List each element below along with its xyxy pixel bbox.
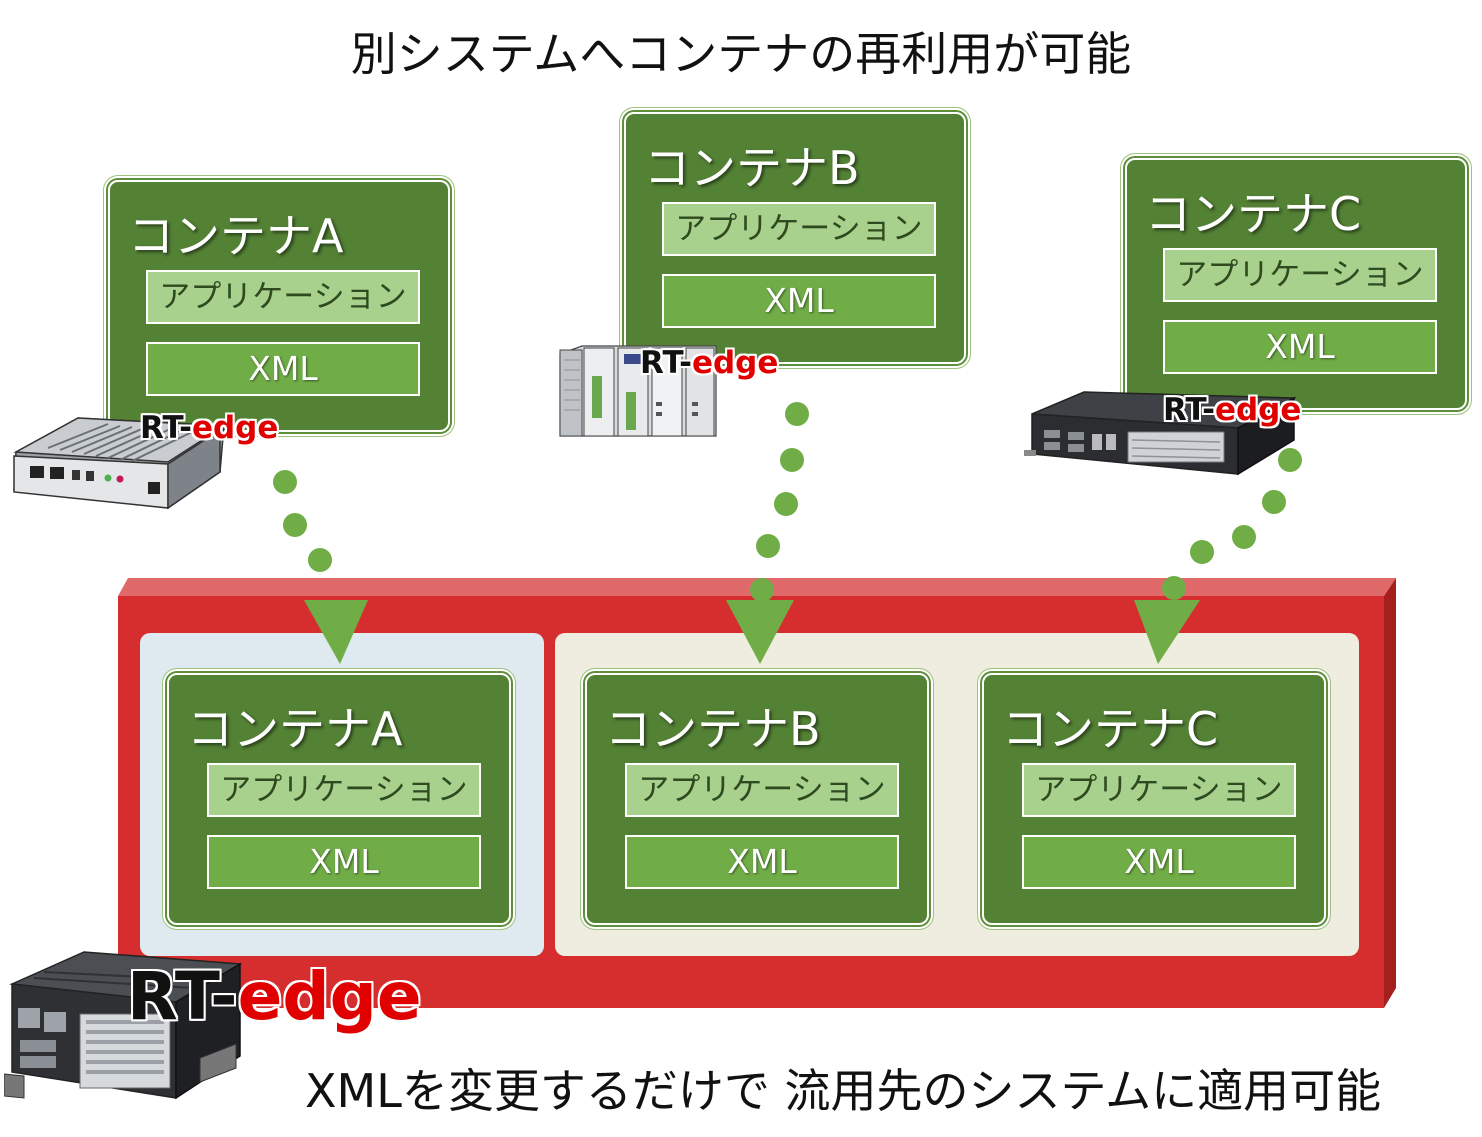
application-block: アプリケーション [146, 270, 420, 324]
container-name: コンテナA [128, 209, 344, 263]
rt-edge-label-b: RT-edge [640, 345, 779, 381]
top-container-a: コンテナA アプリケーション XML [108, 180, 450, 432]
arrow-dot [785, 402, 809, 426]
arrow-dot [283, 513, 307, 537]
top-container-b: コンテナB アプリケーション XML [624, 112, 966, 364]
container-name: コンテナC [1145, 187, 1362, 241]
arrow-dot [750, 578, 774, 602]
arrow-dot [273, 470, 297, 494]
rt-edge-suffix: edge [1214, 392, 1302, 428]
application-block: アプリケーション [1022, 763, 1296, 817]
application-block: アプリケーション [625, 763, 899, 817]
arrow-head-b-icon [726, 600, 794, 664]
container-name: コンテナC [1002, 702, 1219, 756]
box-pc-device-icon [13, 417, 227, 510]
application-block: アプリケーション [207, 763, 481, 817]
xml-block: XML [625, 835, 899, 889]
rt-edge-label-c: RT-edge [1163, 392, 1302, 428]
container-name: コンテナA [187, 702, 403, 756]
arrow-dot [780, 448, 804, 472]
xml-block: XML [1163, 320, 1437, 374]
arrow-dot [1232, 525, 1256, 549]
arrow-head-c-icon [1134, 600, 1200, 664]
plc-device-icon [559, 345, 717, 437]
application-block: アプリケーション [662, 202, 936, 256]
arrow-dot [1262, 490, 1286, 514]
container-name: コンテナB [644, 141, 860, 195]
rt-edge-suffix: edge [691, 345, 779, 381]
footer-caption: XMLを変更するだけで 流用先のシステムに適用可能 [305, 1064, 1382, 1118]
xml-block: XML [207, 835, 481, 889]
rt-edge-hardware-icon [4, 951, 242, 1100]
arrow-dot [774, 492, 798, 516]
rt-edge-suffix: edge [191, 410, 279, 446]
arrow-dot [1162, 576, 1186, 600]
rt-edge-platform-label: RT-edge [127, 958, 422, 1035]
arrow-dot [1278, 448, 1302, 472]
arrow-dot [756, 534, 780, 558]
bottom-container-c: コンテナC アプリケーション XML [982, 673, 1326, 925]
application-block: アプリケーション [1163, 248, 1437, 302]
page-title: 別システムへコンテナの再利用が可能 [350, 27, 1132, 81]
rt-edge-label-a: RT-edge [140, 410, 279, 446]
top-container-c: コンテナC アプリケーション XML [1125, 158, 1467, 410]
arrow-head-a-icon [304, 600, 368, 664]
arrow-dot [1190, 540, 1214, 564]
container-name: コンテナB [605, 702, 821, 756]
xml-block: XML [662, 274, 936, 328]
arrow-dot [308, 548, 332, 572]
xml-block: XML [1022, 835, 1296, 889]
rack-pc-device-icon [1024, 391, 1297, 476]
bottom-container-a: コンテナA アプリケーション XML [167, 673, 511, 925]
bottom-container-b: コンテナB アプリケーション XML [585, 673, 929, 925]
xml-block: XML [146, 342, 420, 396]
